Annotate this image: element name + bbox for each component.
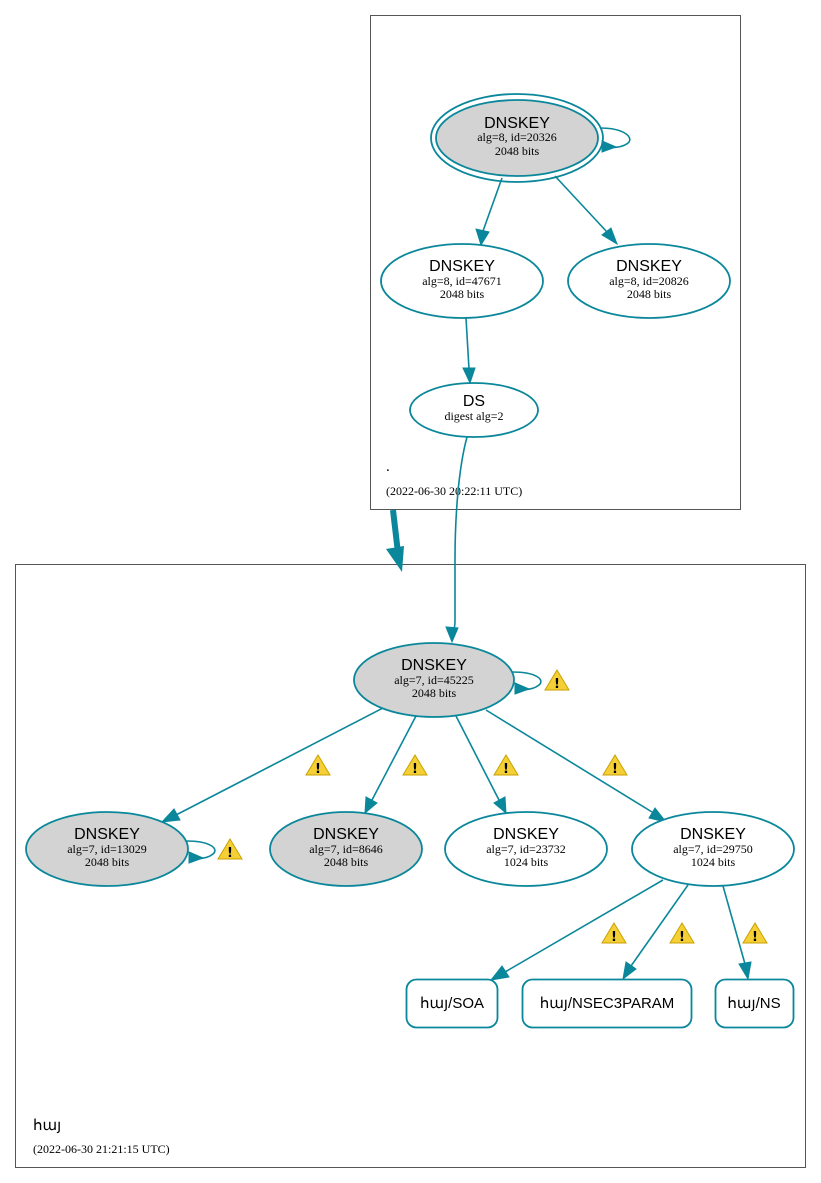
node-alg-id: alg=7, id=23732: [486, 842, 566, 856]
node-alg-id: alg=8, id=20826: [609, 274, 689, 288]
edge-arrowhead: [514, 682, 531, 695]
node-alg-id: alg=7, id=45225: [394, 673, 474, 687]
rrset-label: հայ/NSEC3PARAM: [540, 995, 675, 1012]
node-hy-k4[interactable]: DNSKEY alg=7, id=29750 1024 bits: [631, 811, 795, 887]
edge-arrowhead: [489, 965, 510, 981]
node-alg-id: alg=8, id=47671: [422, 274, 502, 288]
edge-arrowhead: [493, 796, 507, 815]
warning-icon[interactable]: !: [601, 922, 627, 945]
node-digest-alg: digest alg=2: [444, 409, 503, 423]
edge-arrowhead: [445, 626, 459, 644]
rrset-ns[interactable]: հայ/NS: [714, 978, 795, 1029]
node-alg-id: alg=7, id=8646: [309, 842, 383, 856]
node-key-size: 1024 bits: [691, 855, 736, 869]
warning-icon[interactable]: !: [305, 754, 331, 777]
root-zone-timestamp: (2022-06-30 20:22:11 UTC): [386, 484, 522, 498]
warning-icon[interactable]: !: [602, 754, 628, 777]
svg-text:!: !: [412, 762, 418, 777]
edge-hy-ksk-to-k2: [371, 715, 417, 801]
edge-hy-ksk-to-k3: [455, 715, 500, 801]
edge-root-ksk-to-zsk1: [482, 177, 503, 232]
node-title: DNSKEY: [401, 657, 467, 674]
svg-text:!: !: [611, 930, 617, 945]
node-key-size: 2048 bits: [324, 855, 369, 869]
root-zone-name: .: [386, 459, 390, 475]
node-alg-id: alg=7, id=29750: [673, 842, 753, 856]
child-zone-timestamp: (2022-06-30 21:21:15 UTC): [33, 1142, 170, 1156]
node-key-size: 1024 bits: [504, 855, 549, 869]
edge-arrowhead: [160, 808, 181, 823]
warning-icon[interactable]: !: [493, 754, 519, 777]
edge-root-ksk-to-zsk2: [554, 175, 608, 233]
warning-icon[interactable]: !: [544, 669, 570, 692]
edge-arrowhead: [462, 367, 476, 385]
node-title: DNSKEY: [484, 115, 550, 132]
node-title: DNSKEY: [74, 826, 140, 843]
edge-zsk1-to-ds: [465, 317, 470, 370]
node-key-size: 2048 bits: [85, 855, 130, 869]
child-zone-name: հայ: [33, 1118, 61, 1134]
node-ds[interactable]: DS digest alg=2: [409, 382, 539, 438]
node-title: DNSKEY: [616, 258, 682, 275]
node-title: DNSKEY: [429, 258, 495, 275]
node-hy-ksk[interactable]: DNSKEY alg=7, id=45225 2048 bits: [353, 642, 515, 718]
node-root-zsk2[interactable]: DNSKEY alg=8, id=20826 2048 bits: [567, 243, 731, 319]
svg-text:!: !: [503, 762, 509, 777]
edge-arrowhead: [622, 961, 637, 981]
node-title: DNSKEY: [493, 826, 559, 843]
edge-arrowhead: [601, 227, 618, 246]
warning-icon[interactable]: !: [402, 754, 428, 777]
rrset-label: հայ/NS: [727, 995, 780, 1012]
edges: [160, 127, 752, 981]
svg-text:!: !: [227, 846, 233, 861]
edge-hy-k4-to-ns: [722, 885, 746, 965]
warnings: ! ! ! ! ! ! ! !: [217, 669, 768, 945]
node-alg-id: alg=8, id=20326: [477, 130, 557, 144]
node-key-size: 2048 bits: [412, 686, 457, 700]
delegation-arrow: [386, 509, 404, 572]
svg-text:!: !: [315, 762, 321, 777]
node-hy-k2[interactable]: DNSKEY alg=7, id=8646 2048 bits: [269, 811, 423, 887]
edge-hy-k4-to-nsec3param: [630, 884, 689, 967]
edge-arrowhead: [188, 851, 205, 864]
node-key-size: 2048 bits: [495, 144, 540, 158]
warning-icon[interactable]: !: [742, 922, 768, 945]
rrset-nsec3param[interactable]: հայ/NSEC3PARAM: [521, 978, 693, 1029]
node-title: DNSKEY: [680, 826, 746, 843]
node-root-ksk[interactable]: DNSKEY alg=8, id=20326 2048 bits: [430, 93, 604, 183]
rrset-label: հայ/SOA: [420, 995, 484, 1012]
edge-hy-k4-to-soa: [504, 879, 664, 973]
edge-arrowhead: [648, 807, 668, 823]
node-root-zsk1[interactable]: DNSKEY alg=8, id=47671 2048 bits: [380, 243, 544, 319]
warning-icon[interactable]: !: [217, 838, 243, 861]
edge-hy-ksk-to-k1: [175, 707, 384, 816]
node-hy-k1[interactable]: DNSKEY alg=7, id=13029 2048 bits: [25, 811, 189, 887]
node-title: DS: [463, 393, 485, 410]
node-title: DNSKEY: [313, 826, 379, 843]
edge-arrowhead: [364, 796, 378, 815]
svg-text:!: !: [554, 677, 560, 692]
node-alg-id: alg=7, id=13029: [67, 842, 147, 856]
edge-arrowhead: [738, 961, 752, 981]
rrset-soa[interactable]: հայ/SOA: [405, 978, 499, 1029]
node-key-size: 2048 bits: [440, 287, 485, 301]
node-key-size: 2048 bits: [627, 287, 672, 301]
node-hy-k3[interactable]: DNSKEY alg=7, id=23732 1024 bits: [444, 811, 608, 887]
edge-arrowhead: [475, 228, 490, 247]
warning-icon[interactable]: !: [669, 922, 695, 945]
svg-text:!: !: [752, 930, 758, 945]
svg-text:!: !: [612, 762, 618, 777]
svg-text:!: !: [679, 930, 685, 945]
edge-hy-ksk-to-k4: [485, 709, 653, 813]
